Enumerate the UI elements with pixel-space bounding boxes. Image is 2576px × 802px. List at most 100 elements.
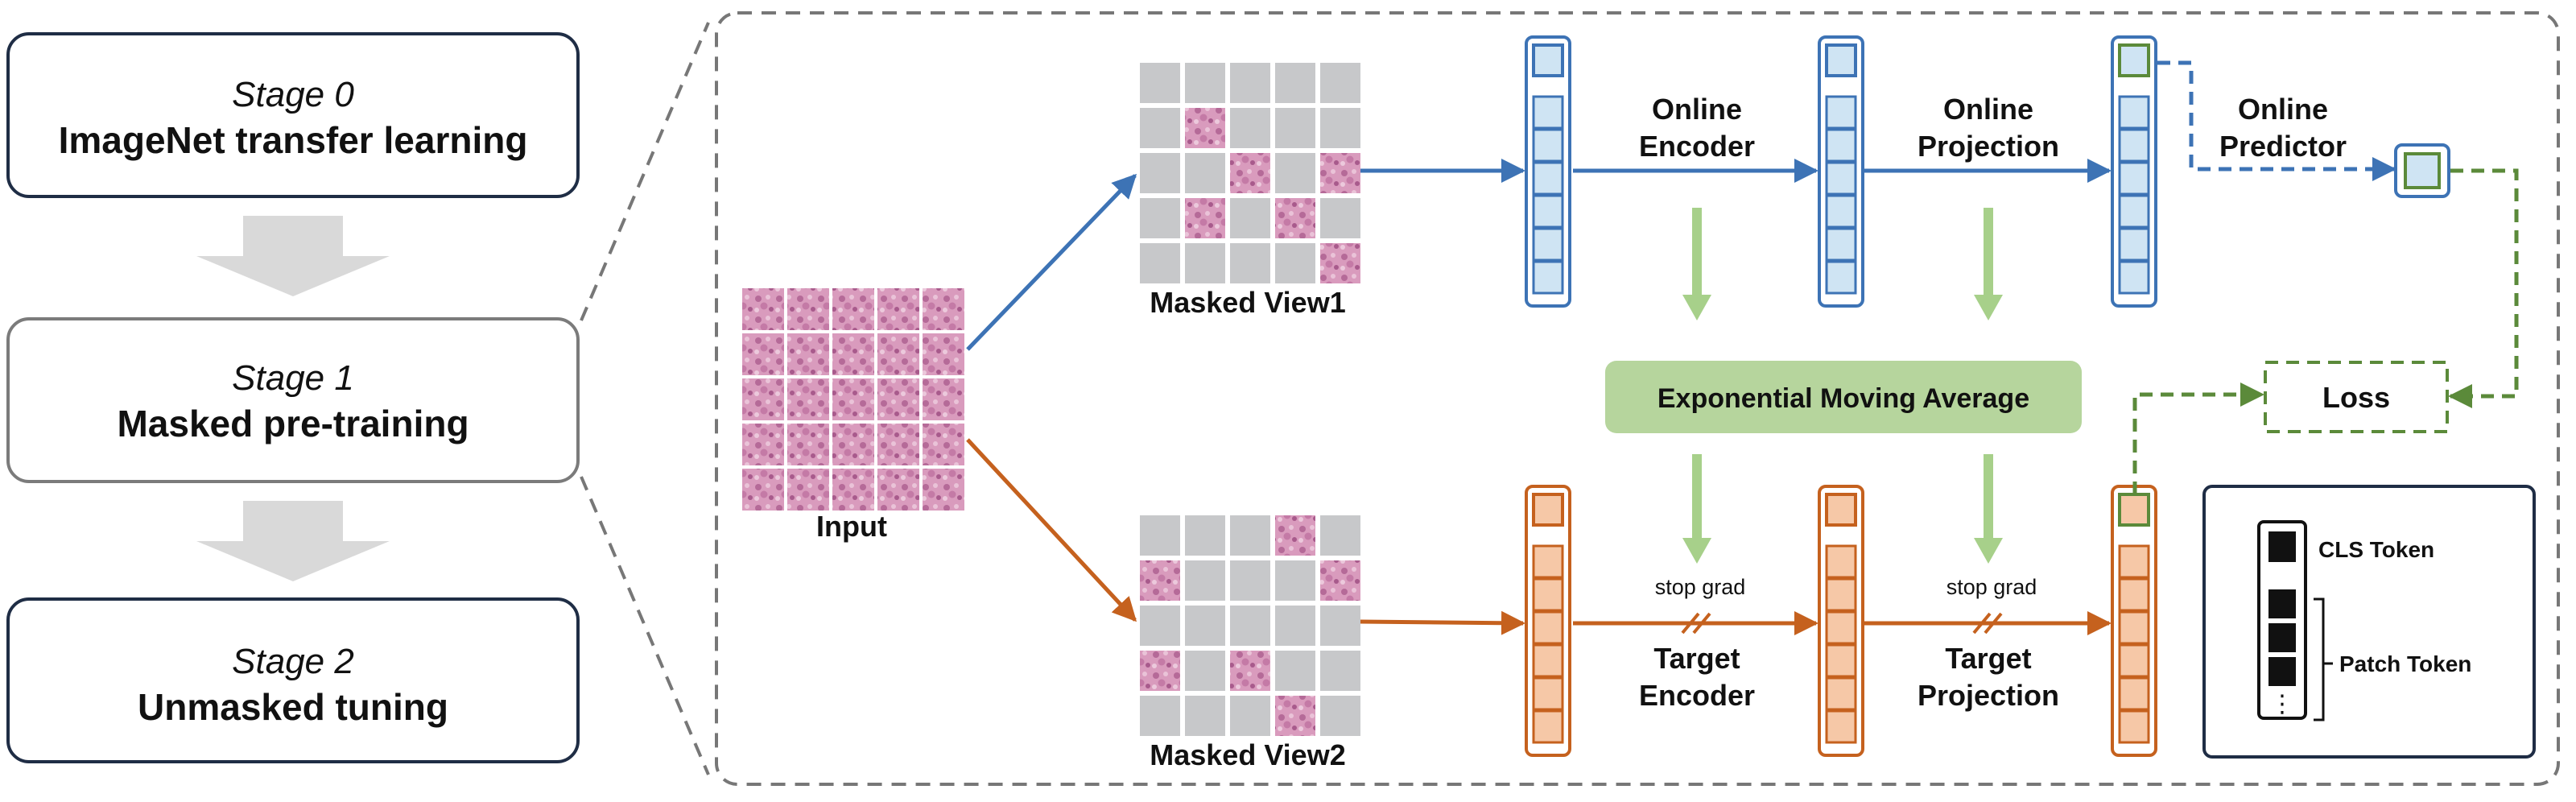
legend-cls-token-label: CLS Token	[2318, 537, 2434, 562]
online-predictor-tokens	[2111, 35, 2157, 308]
masked-patch	[1275, 560, 1315, 601]
patch-token	[2118, 709, 2150, 744]
visible-patch	[1320, 560, 1360, 601]
arrow-input-to-view1	[966, 173, 1137, 351]
legend-patch-bracket	[2314, 597, 2333, 721]
patch-token	[1532, 544, 1564, 579]
legend-patch-token-swatch-3	[2268, 657, 2296, 686]
masked-patch	[1320, 696, 1360, 736]
target-encoder-label-line1: Target	[1653, 642, 1740, 675]
ema-arrowhead-projection-bottom	[1974, 538, 2003, 564]
masked-view2-label: Masked View2	[1150, 738, 1345, 771]
masked-patch	[1230, 243, 1270, 283]
stage-arrow-0-to-1	[196, 216, 390, 296]
masked-patch	[1185, 651, 1225, 691]
target-projection-label-line2: Projection	[1918, 679, 2059, 712]
stage-1-box: Stage 1 Masked pre-training	[6, 317, 580, 483]
arrow-predictor-cls-to-output	[2157, 60, 2396, 181]
masked-patch	[1185, 243, 1225, 283]
masked-patch	[1320, 108, 1360, 148]
input-patch	[923, 333, 964, 375]
masked-patch	[1185, 63, 1225, 103]
zoom-panel	[715, 11, 2560, 786]
patch-token	[2118, 643, 2150, 678]
target-encoder-tokens	[1525, 485, 1571, 757]
input-patch	[832, 469, 874, 511]
visible-patch	[1275, 198, 1315, 238]
patch-token	[2118, 544, 2150, 579]
patch-token	[1532, 676, 1564, 711]
stage-0-box: Stage 0 ImageNet transfer learning	[6, 32, 580, 198]
ema-label: Exponential Moving Average	[1657, 383, 2029, 414]
legend-patch-token-label: Patch Token	[2339, 651, 2471, 676]
legend-patch-token-swatch-1	[2268, 589, 2296, 618]
stage-1-number: Stage 1	[232, 358, 354, 398]
arrow-view2-to-target-encoder	[1360, 610, 1525, 635]
input-patch	[742, 378, 784, 420]
stage-2-box: Stage 2 Unmasked tuning	[6, 597, 580, 763]
input-patch	[923, 288, 964, 330]
visible-patch	[1230, 651, 1270, 691]
input-patch	[787, 333, 829, 375]
stop-grad-label-projection: stop grad	[1946, 575, 2037, 599]
ema-arrowhead-encoder-top	[1682, 295, 1711, 320]
masked-patch	[1320, 606, 1360, 646]
input-label: Input	[816, 510, 887, 543]
input-patch	[877, 333, 919, 375]
visible-patch	[1185, 108, 1225, 148]
target-projection-label-line1: Target	[1945, 642, 2031, 675]
visible-patch	[1140, 560, 1180, 601]
visible-patch	[1185, 198, 1225, 238]
cls-token	[1825, 493, 1857, 527]
input-patch	[787, 424, 829, 465]
input-patch	[877, 424, 919, 465]
ema-arrowhead-encoder-bottom	[1682, 538, 1711, 564]
stage-1-name: Masked pre-training	[117, 403, 469, 444]
masked-patch	[1230, 606, 1270, 646]
patch-token	[1825, 194, 1857, 229]
ema-arrowhead-projection-top	[1974, 295, 2003, 320]
stage-0-name: ImageNet transfer learning	[59, 119, 528, 161]
patch-token	[1532, 260, 1564, 295]
masked-patch	[1140, 243, 1180, 283]
patch-token	[1532, 95, 1564, 130]
masked-patch	[1275, 153, 1315, 193]
input-patch	[787, 378, 829, 420]
target-encoder-label-line2: Encoder	[1639, 679, 1755, 712]
online-projection-tokens	[1818, 35, 1864, 308]
target-projection-tokens	[1818, 485, 1864, 757]
masked-patch	[1140, 696, 1180, 736]
online-projection-label-line2: Projection	[1918, 130, 2059, 163]
visible-patch	[1230, 153, 1270, 193]
stage-2-name: Unmasked tuning	[138, 686, 448, 728]
patch-token	[1532, 128, 1564, 163]
masked-patch	[1140, 63, 1180, 103]
patch-token	[2118, 610, 2150, 645]
masked-patch	[1275, 243, 1315, 283]
stop-grad-label-encoder: stop grad	[1655, 575, 1746, 599]
patch-token	[1825, 577, 1857, 612]
masked-view2-grid	[1140, 515, 1360, 736]
patch-token	[1532, 577, 1564, 612]
online-encoder-label-line1: Online	[1652, 93, 1742, 126]
masked-patch	[1185, 606, 1225, 646]
visible-patch	[1140, 651, 1180, 691]
stage-0-number: Stage 0	[232, 75, 354, 114]
patch-token	[2118, 676, 2150, 711]
input-patch	[832, 424, 874, 465]
masked-patch	[1230, 515, 1270, 556]
loss-box	[2264, 361, 2449, 433]
patch-token	[1825, 643, 1857, 678]
masked-patch	[1140, 108, 1180, 148]
masked-patch	[1320, 63, 1360, 103]
patch-token	[2118, 161, 2150, 196]
masked-patch	[1230, 108, 1270, 148]
patch-token	[2118, 260, 2150, 295]
masked-patch	[1320, 515, 1360, 556]
input-patch	[923, 469, 964, 511]
visible-patch	[1275, 515, 1315, 556]
masked-patch	[1185, 515, 1225, 556]
online-predictor-label-line2: Predictor	[2219, 130, 2347, 163]
input-patch	[877, 288, 919, 330]
